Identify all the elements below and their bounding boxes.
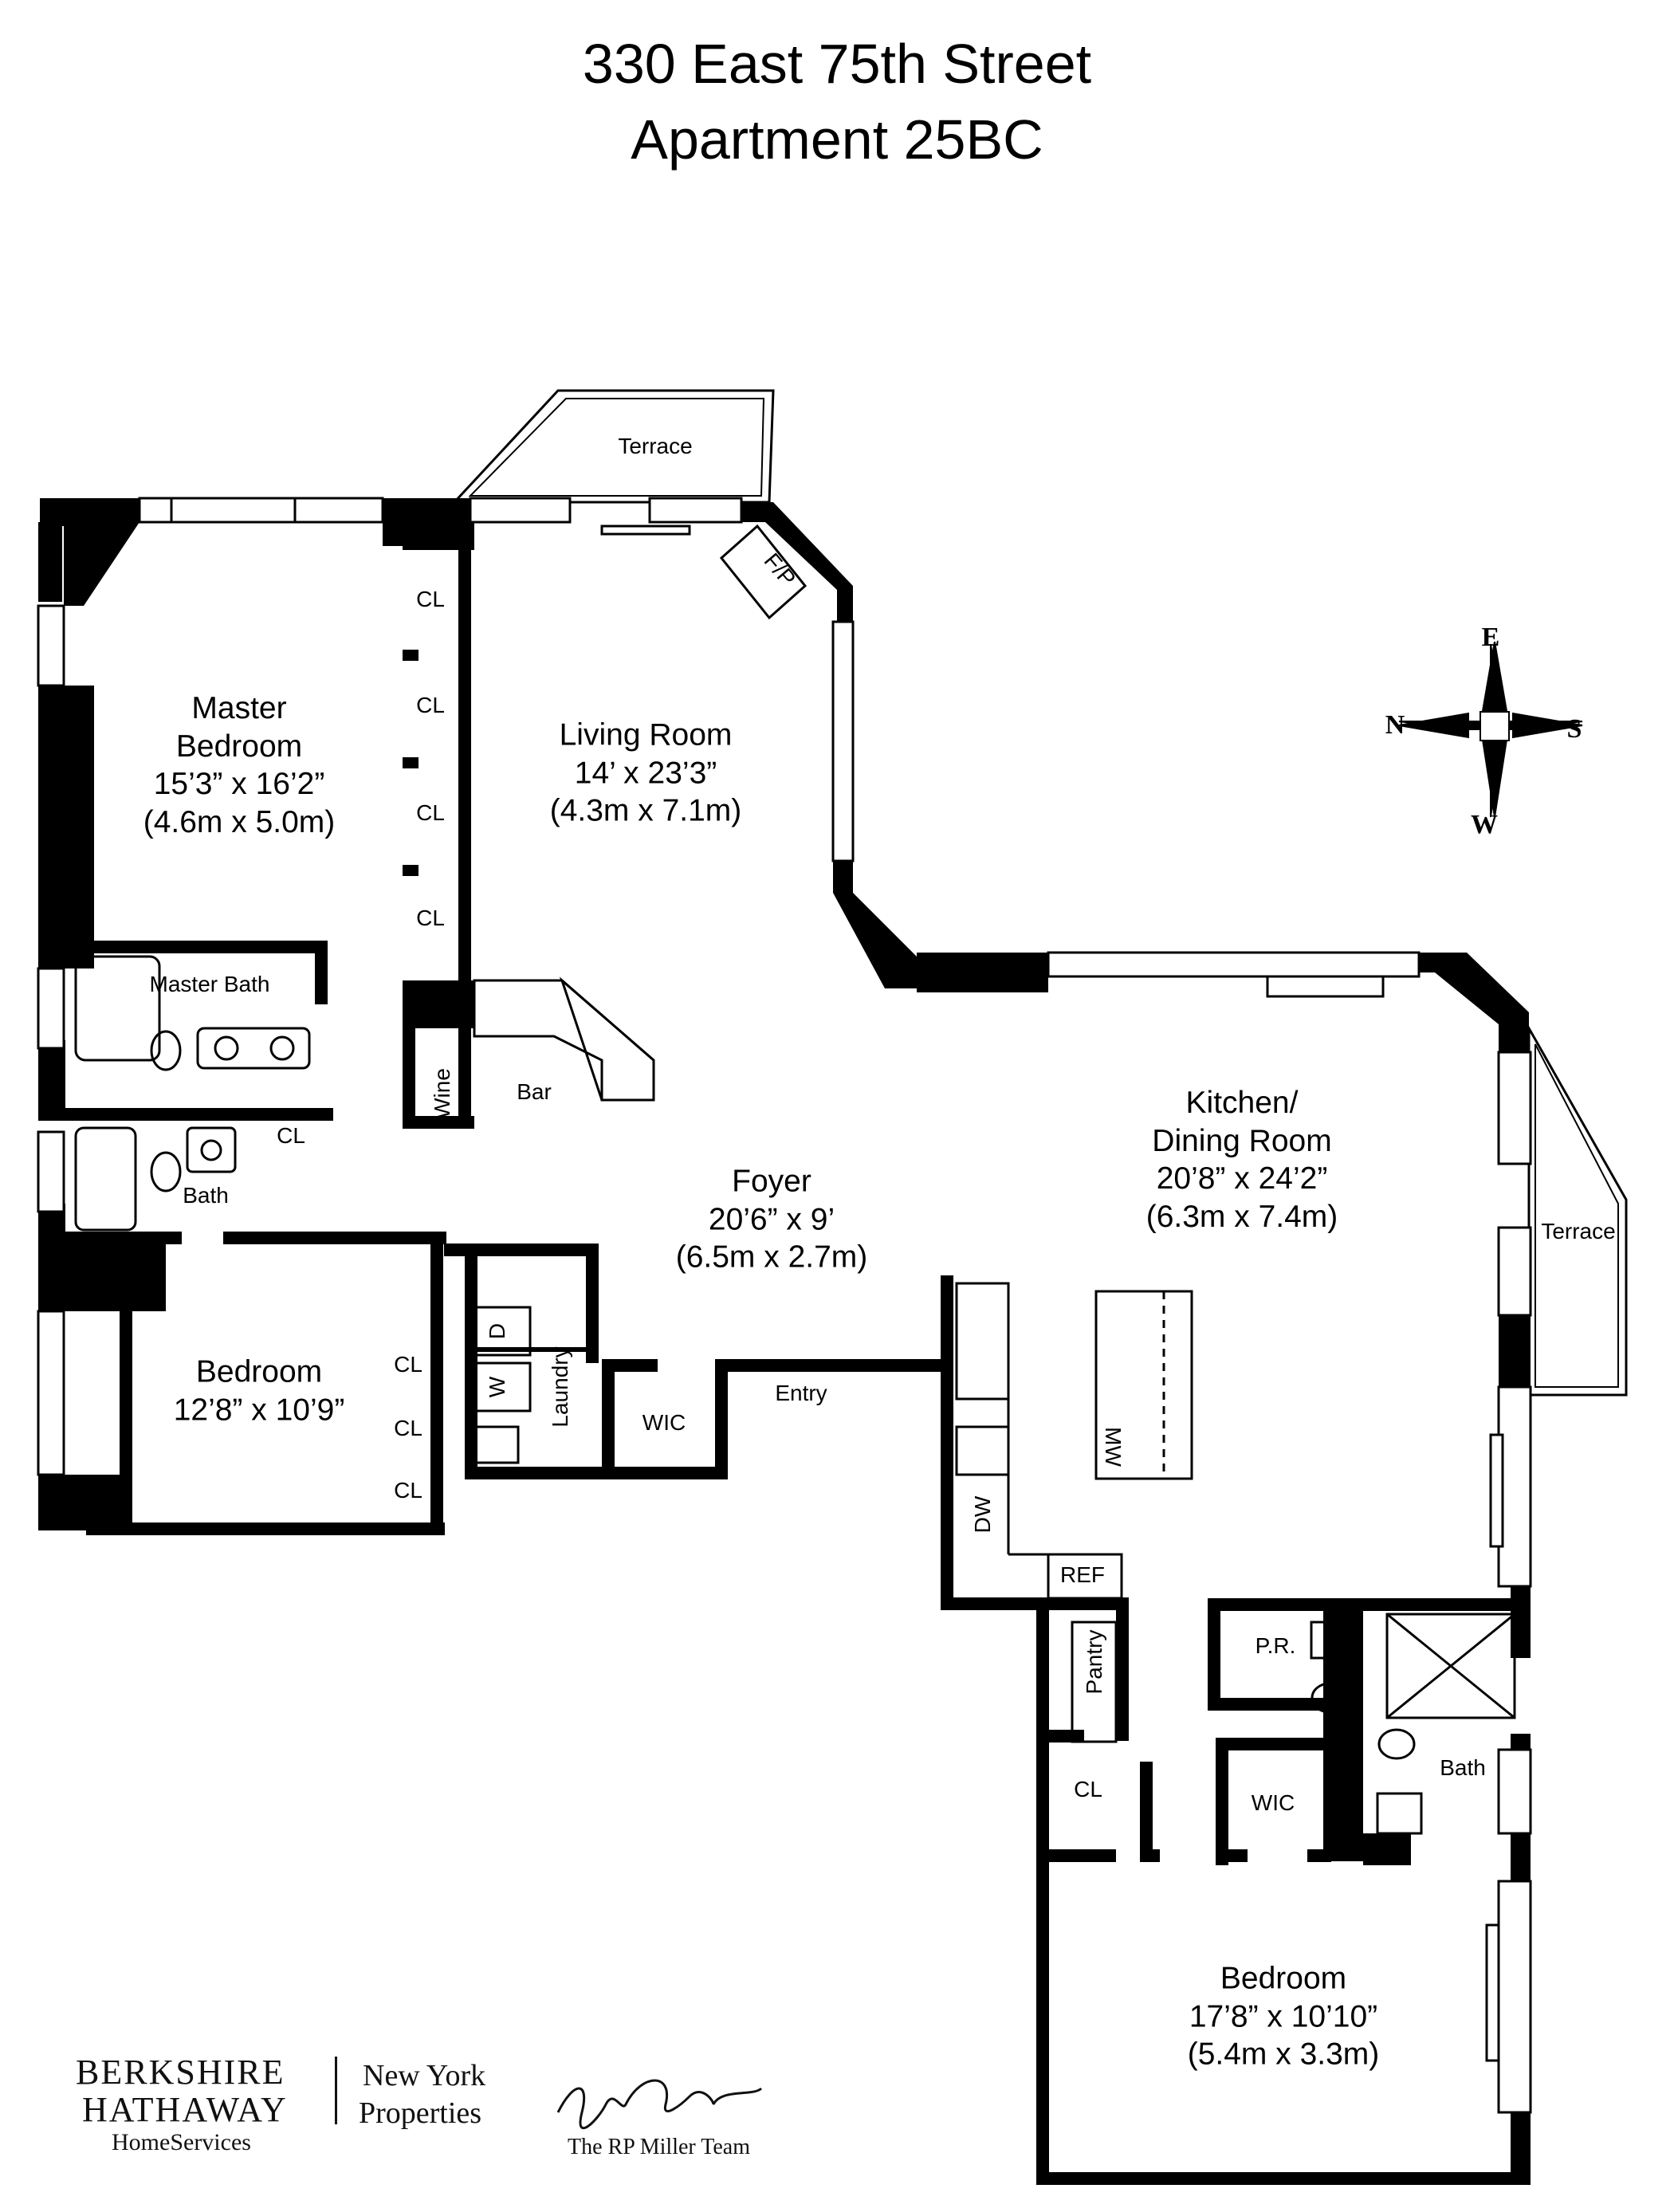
wic-label-2: WIC [1251,1790,1295,1815]
compass-north: N [1385,710,1405,740]
closet-label-3: CL [416,800,445,825]
kitchen-dining-label: Kitchen/ Dining Room 20’8” x 24’2” (6.3m… [1145,1085,1338,1234]
closet-label-2: CL [416,692,445,717]
washer-label: W [484,1376,509,1398]
dishwasher-label: DW [969,1495,995,1534]
bar-label: Bar [517,1078,552,1104]
terrace-right-inner [1534,1043,1619,1388]
powder-room-label: P.R. [1255,1632,1296,1658]
entry-label: Entry [775,1380,827,1405]
terrace-right-label: Terrace [1541,1218,1616,1244]
compass-west: W [1471,810,1498,839]
closet-label-8: CL [394,1477,422,1503]
team-name: The RP Miller Team [568,2135,751,2159]
compass-east: E [1481,623,1500,652]
pantry-label: Pantry [1081,1629,1106,1695]
closet-label-1: CL [416,586,445,611]
wine-label: Wine [429,1068,454,1119]
master-bedroom-label: Master Bedroom 15’3” x 16’2” (4.6m x 5.0… [143,690,336,839]
bedroom-3-label: Bedroom 17’8” x 10’10” (5.4m x 3.3m) [1187,1961,1380,2072]
windows [37,497,1532,2114]
closet-label-9: CL [1074,1776,1102,1801]
closet-label-7: CL [394,1415,422,1440]
address-title: 330 East 75th Street [582,33,1092,95]
master-bath-label: Master Bath [149,971,270,996]
living-room-label: Living Room 14’ x 23’3” (4.3m x 7.1m) [549,717,742,828]
division-line1: New York [363,2059,486,2092]
brand-line2: HATHAWAY [82,2090,288,2129]
signature-mark [556,2079,763,2130]
brand-line3: HomeServices [112,2129,251,2155]
closet-label-4: CL [416,905,445,930]
compass-south: S [1566,714,1582,744]
bath-label-2: Bath [1440,1754,1486,1780]
laundry-label: Laundry [547,1346,572,1428]
microwave-label: MW [1101,1427,1126,1467]
wic-label-1: WIC [642,1409,686,1435]
compass-rose [1398,641,1583,818]
dryer-label: D [484,1322,509,1340]
bedroom-2-label: Bedroom 12’8” x 10’9” [173,1354,345,1427]
brand-divider [335,2057,337,2124]
division-line2: Properties [359,2096,482,2130]
foyer-label: Foyer 20’6” x 9’ (6.5m x 2.7m) [675,1164,868,1275]
brand-line1: BERKSHIRE [76,2053,285,2092]
bath-label: Bath [183,1182,229,1208]
terrace-right-outline [1527,1023,1628,1397]
fixtures [74,524,1516,1835]
walls [38,498,1531,2185]
terrace-top-inner [468,398,765,497]
refrigerator-label: REF [1060,1562,1105,1587]
closet-label-6: CL [394,1351,422,1377]
terrace-top-outline [451,389,775,504]
apartment-title: Apartment 25BC [631,108,1043,171]
closet-label-5: CL [277,1122,305,1148]
terrace-top-label: Terrace [618,433,693,458]
